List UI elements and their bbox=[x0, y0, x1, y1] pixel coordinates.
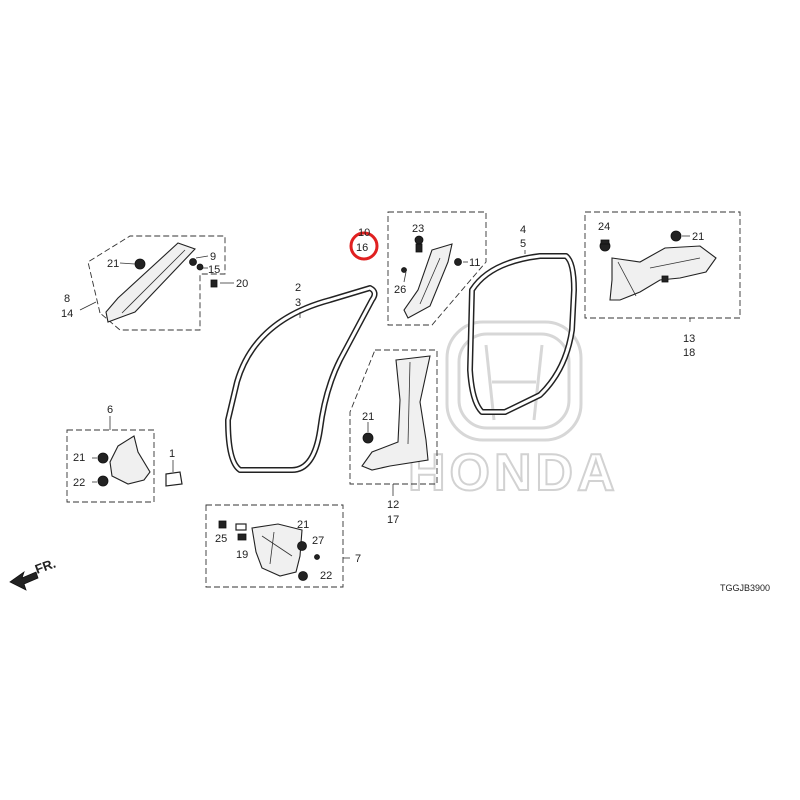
label-5: 5 bbox=[520, 238, 526, 250]
label-21d: 21 bbox=[73, 452, 85, 464]
label-22a: 22 bbox=[73, 477, 85, 489]
front-arrow-icon bbox=[9, 570, 39, 591]
clip-icon bbox=[134, 258, 146, 270]
front-marker-text: FR. bbox=[33, 556, 58, 577]
part-pad bbox=[165, 460, 183, 487]
label-18: 18 bbox=[683, 347, 695, 359]
label-6: 6 bbox=[107, 404, 113, 416]
label-2: 2 bbox=[295, 282, 301, 294]
label-25: 25 bbox=[215, 533, 227, 545]
label-22b: 22 bbox=[320, 570, 332, 582]
label-1: 1 bbox=[169, 448, 175, 460]
label-13: 13 bbox=[683, 333, 695, 345]
honda-logo-watermark: HONDA bbox=[407, 320, 619, 503]
label-17: 17 bbox=[387, 514, 399, 526]
part-kick-bracket bbox=[66, 416, 155, 503]
label-16[interactable]: 16 bbox=[356, 242, 368, 254]
label-4: 4 bbox=[520, 224, 526, 236]
part-quarter-trim bbox=[584, 211, 741, 322]
label-10: 10 bbox=[358, 227, 370, 239]
label-3: 3 bbox=[295, 297, 301, 309]
label-24: 24 bbox=[598, 221, 610, 233]
label-20: 20 bbox=[236, 278, 248, 290]
watermark-text: HONDA bbox=[408, 444, 619, 502]
label-15: 15 bbox=[208, 264, 220, 276]
part-b-pillar-lower bbox=[349, 349, 438, 496]
diagram-code: TGGJB3900 bbox=[720, 583, 770, 593]
part-b-pillar-upper bbox=[387, 211, 487, 326]
label-26: 26 bbox=[394, 284, 406, 296]
label-12: 12 bbox=[387, 499, 399, 511]
label-21e: 21 bbox=[297, 519, 309, 531]
label-27: 27 bbox=[312, 535, 324, 547]
label-21a: 21 bbox=[107, 258, 119, 270]
label-14: 14 bbox=[61, 308, 73, 320]
part-rear-door-seal bbox=[467, 250, 577, 415]
part-front-door-seal bbox=[225, 285, 378, 473]
part-sill-trim bbox=[205, 504, 350, 588]
label-7: 7 bbox=[355, 553, 361, 565]
highlight-circle bbox=[349, 231, 379, 261]
label-9: 9 bbox=[210, 251, 216, 263]
label-21b: 21 bbox=[692, 231, 704, 243]
label-8: 8 bbox=[64, 293, 70, 305]
label-19: 19 bbox=[236, 549, 248, 561]
label-21c: 21 bbox=[362, 411, 374, 423]
label-11: 11 bbox=[469, 257, 480, 269]
part-a-pillar-garnish bbox=[79, 235, 234, 331]
screw-icon bbox=[210, 279, 218, 288]
label-23: 23 bbox=[412, 223, 424, 235]
